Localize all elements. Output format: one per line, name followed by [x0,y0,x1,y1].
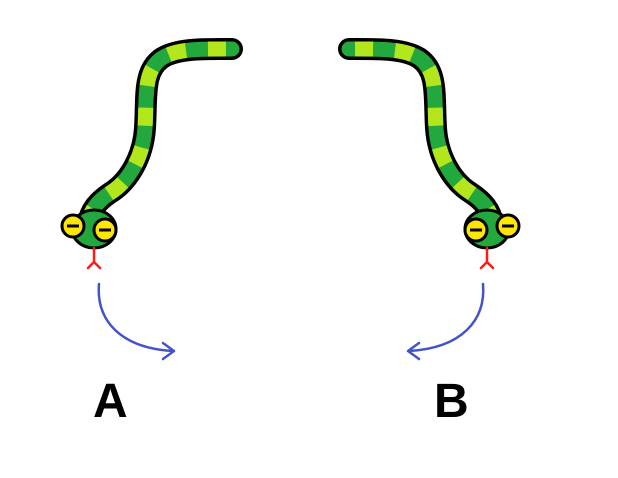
eye-icon [92,217,118,243]
snake-icon [60,37,243,270]
label-a: A [93,375,128,428]
eye-icon [495,213,521,239]
eye-icon [60,213,86,239]
curved-arrow-icon [97,282,176,361]
curved-arrow-icon [406,282,485,361]
label-b: B [434,375,469,428]
eye-icon [463,217,489,243]
snake-icon [338,37,521,270]
forked-tongue-icon [479,246,495,270]
forked-tongue-icon [86,246,102,270]
